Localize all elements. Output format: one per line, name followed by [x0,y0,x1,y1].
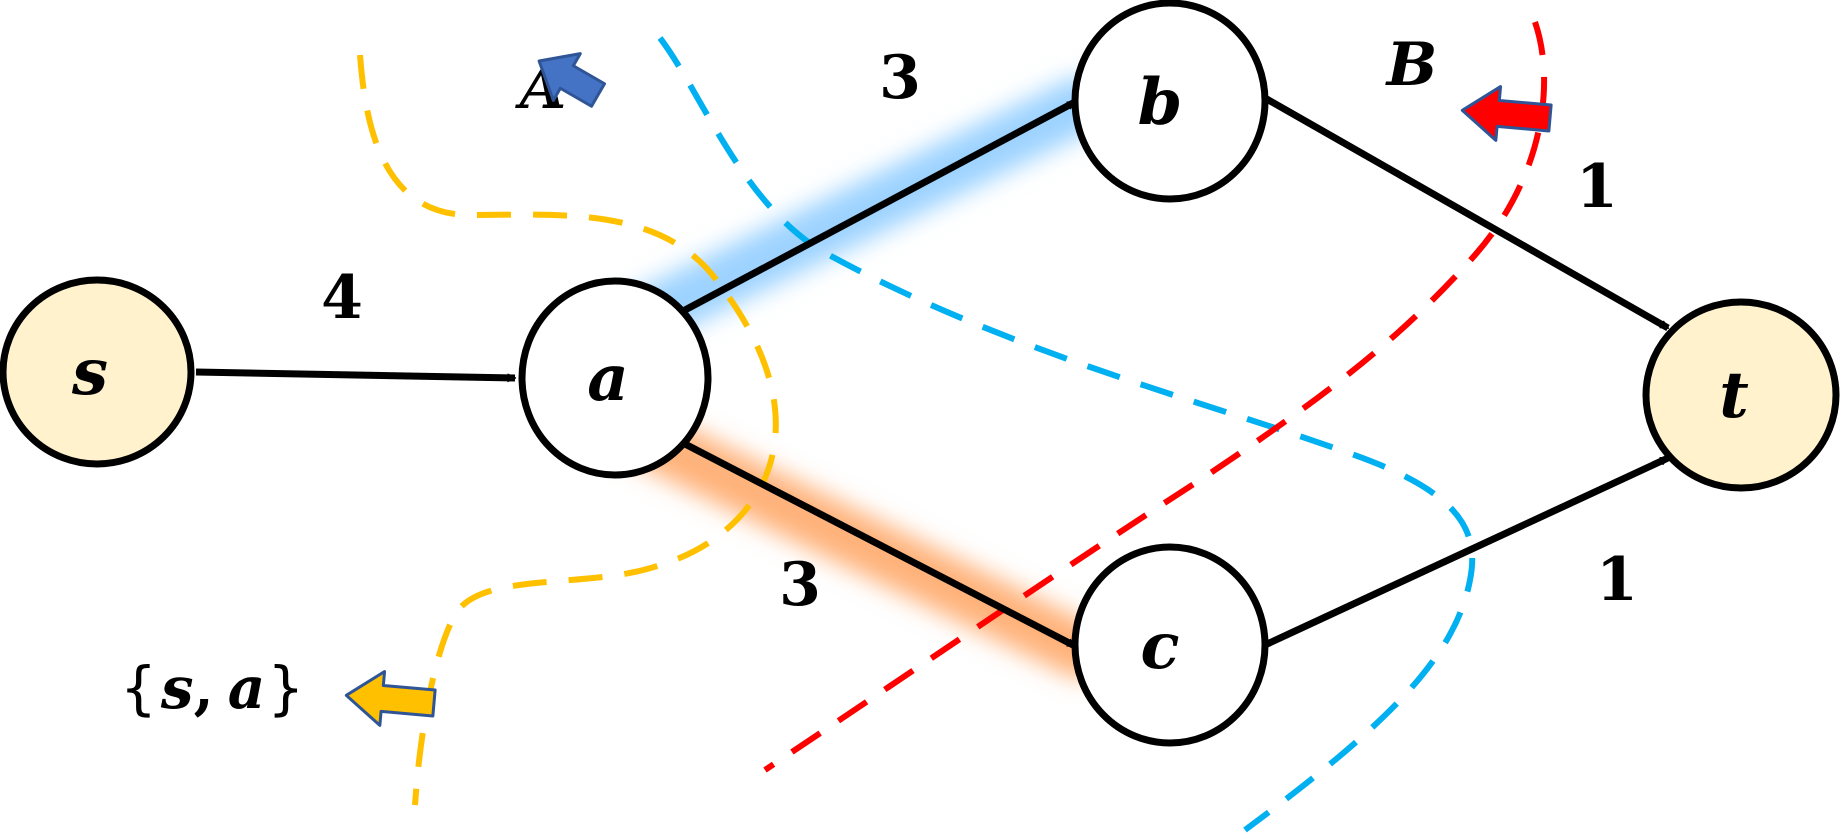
node-c-label: c [1141,609,1180,684]
edge-c-t [1263,454,1670,649]
node-t-label: t [1719,358,1749,433]
cut-curve-yellow [357,54,779,806]
arrow-to-b-icon [1460,85,1553,142]
weight-b-t: 1 [1576,152,1618,222]
arrow-to-s-a-icon [344,670,437,727]
weight-c-t: 1 [1596,545,1638,615]
weight-a-b: 3 [879,43,921,113]
node-a: a [518,277,712,479]
edge-a-c [683,440,1077,650]
edge-a-b [683,98,1077,314]
node-b: b [1071,0,1269,203]
edge-s-a [195,368,515,378]
node-c: c [1071,543,1269,747]
node-b-label: b [1138,65,1183,140]
node-a-label: a [587,341,628,416]
node-s: s [0,276,195,468]
weight-a-c: 3 [779,550,821,620]
weight-s-a: 4 [321,263,363,333]
node-t: t [1642,298,1840,492]
node-s-label: s [71,335,108,410]
cut-label-b: B [1385,30,1438,100]
cut-curve-blue [657,36,1476,833]
cut-curve-red [763,21,1548,773]
edge-b-t [1263,94,1670,332]
cut-label-s-a: {s,a} [120,654,304,722]
arrow-to-a-icon [537,52,606,108]
